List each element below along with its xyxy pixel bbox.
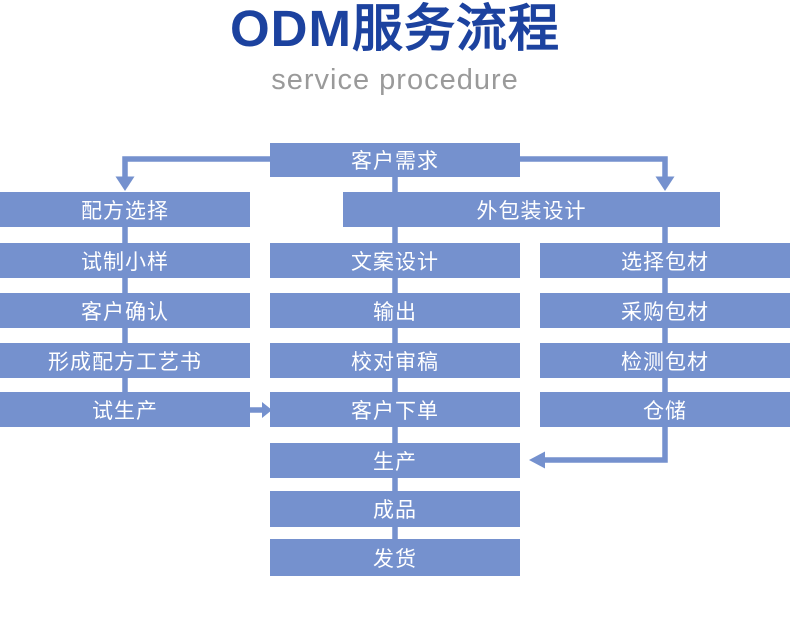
flow-node-production: 生产 [270, 443, 520, 478]
flow-node-formula-selection: 配方选择 [0, 192, 250, 227]
arrow-left-icon [529, 451, 545, 469]
arrow-down-icon [655, 176, 675, 191]
flow-node-output: 输出 [270, 293, 520, 328]
page-subtitle: service procedure [271, 64, 519, 96]
flow-node-copy-design: 文案设计 [270, 243, 520, 278]
flow-node-packaging-design: 外包装设计 [343, 192, 720, 227]
flow-node-customer-confirm: 客户确认 [0, 293, 250, 328]
arrow-right-icon [262, 402, 272, 418]
connector-top-to-right [520, 156, 668, 178]
flow-node-warehousing: 仓储 [540, 392, 790, 427]
arrow-down-icon [115, 176, 135, 191]
flow-node-trial-sample: 试制小样 [0, 243, 250, 278]
flow-node-finished-product: 成品 [270, 491, 520, 527]
connector-top-to-left [122, 156, 270, 178]
flow-node-customer-demand: 客户需求 [270, 143, 520, 177]
flow-node-inspect-packaging: 检测包材 [540, 343, 790, 378]
flow-node-select-packaging: 选择包材 [540, 243, 790, 278]
flow-node-proofreading: 校对审稿 [270, 343, 520, 378]
page-title: ODM服务流程 [230, 0, 560, 57]
flow-node-purchase-packaging: 采购包材 [540, 293, 790, 328]
flow-node-customer-order: 客户下单 [270, 392, 520, 427]
flow-node-formula-process-book: 形成配方工艺书 [0, 343, 250, 378]
flow-node-shipping: 发货 [270, 539, 520, 576]
flow-node-trial-production: 试生产 [0, 392, 250, 427]
